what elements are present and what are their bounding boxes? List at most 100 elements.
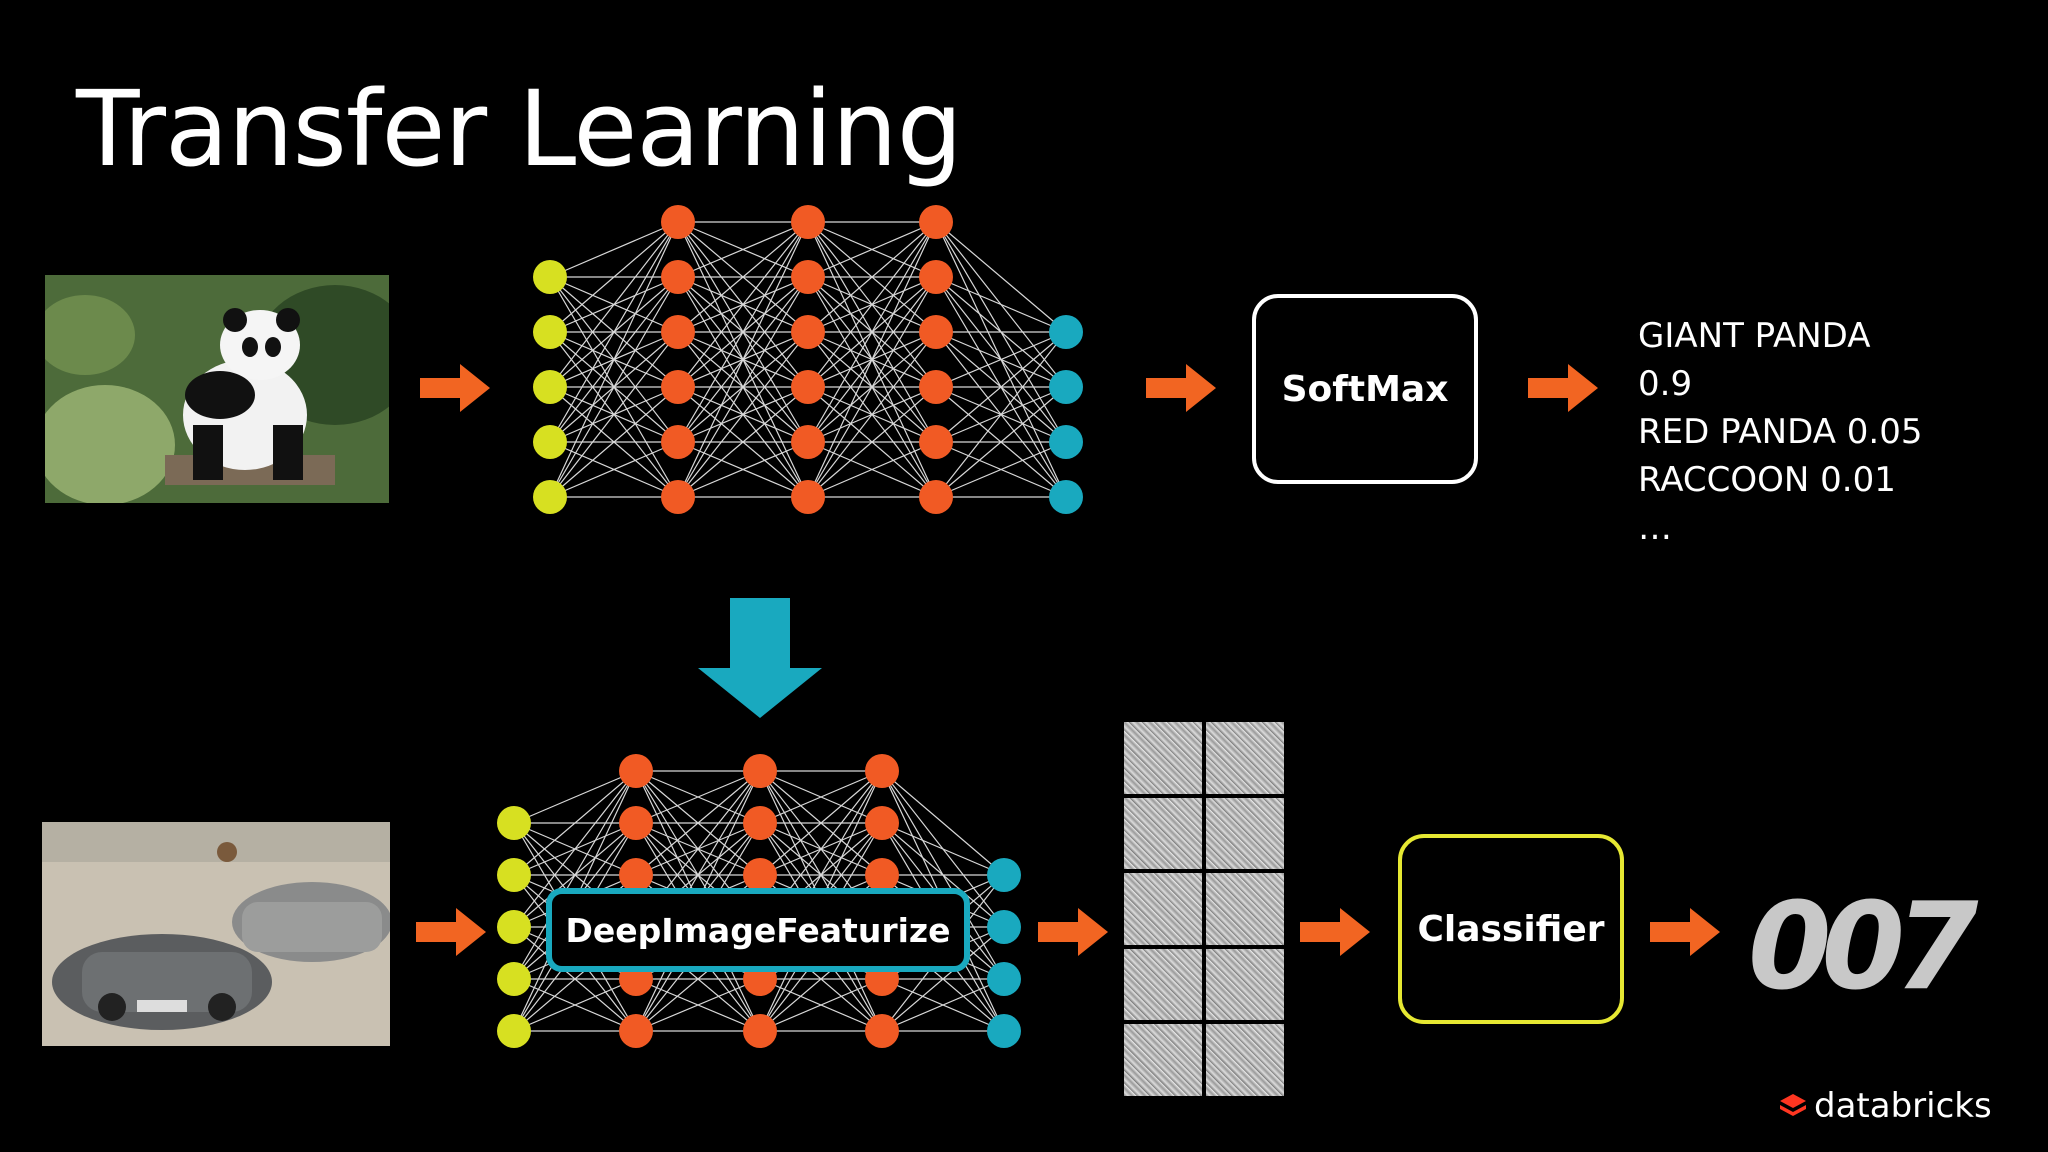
top-net-input-node [533,480,567,514]
bottom-net-connection [881,978,1005,1032]
top-net-connection [807,331,937,388]
top-net-connection [807,221,937,333]
top-net-connection [677,276,809,388]
top-net-connection [549,331,679,443]
top-net-connection [677,276,809,443]
result-line: GIANT PANDA [1638,316,1871,356]
top-net-connection [549,276,679,388]
bottom-net-hidden-node [865,858,899,892]
top-net-connection [677,221,809,498]
top-net-hidden-node [661,370,695,404]
top-net-input-node [533,425,567,459]
top-net-connection [807,276,937,443]
bottom-net-input-node [497,806,531,840]
databricks-logo: databricks [1778,1086,1992,1126]
top-net-connection [549,386,679,443]
top-net-connection [807,221,937,443]
top-net-connection [807,331,937,498]
prediction-results: GIANT PANDA 0.9 RED PANDA 0.05 RACCOON 0… [1638,312,1922,552]
top-net-hidden-node [661,480,695,514]
bottom-net-connection [635,770,761,876]
top-net-connection [807,441,937,498]
top-net-connection [935,441,1067,498]
top-net-connection [549,221,679,333]
top-net-connection [677,221,809,498]
top-net-connection [549,331,679,388]
top-net-output-node [1049,480,1083,514]
bottom-net-hidden-node [743,754,777,788]
top-net-connection [677,221,809,278]
arrow-icon [1650,908,1720,956]
top-net-connection [807,386,937,443]
top-net-connection [677,221,809,333]
top-net-connection [807,331,937,443]
bottom-net-hidden-node [743,806,777,840]
top-net-connection [935,276,1067,388]
bottom-net-hidden-node [619,754,653,788]
bottom-net-connection [513,770,637,876]
top-net-connection [677,331,809,388]
top-net-output-node [1049,425,1083,459]
top-net-connection [807,276,937,498]
top-net-hidden-node [919,370,953,404]
top-net-connection [549,441,679,498]
top-net-connection [935,386,1067,443]
top-net-connection [677,331,809,498]
top-net-input-node [533,260,567,294]
top-net-connection [549,386,679,498]
top-net-connection [677,331,809,443]
top-net-connection [549,276,679,498]
top-net-connection [677,331,809,498]
bottom-net-hidden-node [619,858,653,892]
bottom-net-connection [759,822,883,876]
top-net-connection [677,441,809,498]
top-net-connection [677,441,809,498]
bottom-net-connection [881,978,1005,1032]
top-net-connection [807,386,937,498]
top-net-connection [807,221,937,388]
transfer-arrow-icon [698,598,822,718]
bottom-net-connection [759,770,883,824]
top-net-hidden-node [661,260,695,294]
top-net-output-node [1049,315,1083,349]
top-net-connection [549,221,679,443]
top-net-connection [549,386,679,498]
top-net-connection [807,221,937,278]
top-net-connection [807,221,937,498]
top-net-connection [549,331,679,388]
top-net-connection [935,221,1067,443]
top-net-connection [807,276,937,333]
top-net-connection [677,276,809,333]
top-net-connection [677,386,809,498]
bottom-net-connection [635,822,761,876]
top-net-connection [935,441,1067,498]
softmax-label: SoftMax [1281,368,1449,410]
top-net-connection [935,276,1067,443]
arrow-icon [416,908,486,956]
top-net-connection [935,331,1067,443]
bottom-net-connection [513,822,637,876]
bottom-net-hidden-node [619,1014,653,1048]
top-net-output-node [1049,370,1083,404]
bottom-net-connection [759,978,883,1032]
top-net-connection [549,331,679,443]
bottom-net-connection [635,978,761,1032]
top-net-connection [549,331,679,498]
top-net-connection [807,276,937,388]
top-net-connection [807,331,937,388]
top-net-connection [677,276,809,443]
classifier-box: Classifier [1398,834,1624,1024]
top-net-connection [549,276,679,333]
bottom-net-hidden-node [743,1014,777,1048]
top-net-connection [935,331,1067,443]
top-net-hidden-node [791,425,825,459]
top-net-hidden-node [919,205,953,239]
top-net-hidden-node [919,315,953,349]
bottom-net-output-node [987,858,1021,892]
bottom-net-output-node [987,1014,1021,1048]
bottom-net-output-node [987,962,1021,996]
bottom-net-connection [635,770,761,824]
top-net-hidden-node [791,480,825,514]
top-net-connection [935,276,1067,498]
brand-name: databricks [1814,1086,1992,1126]
